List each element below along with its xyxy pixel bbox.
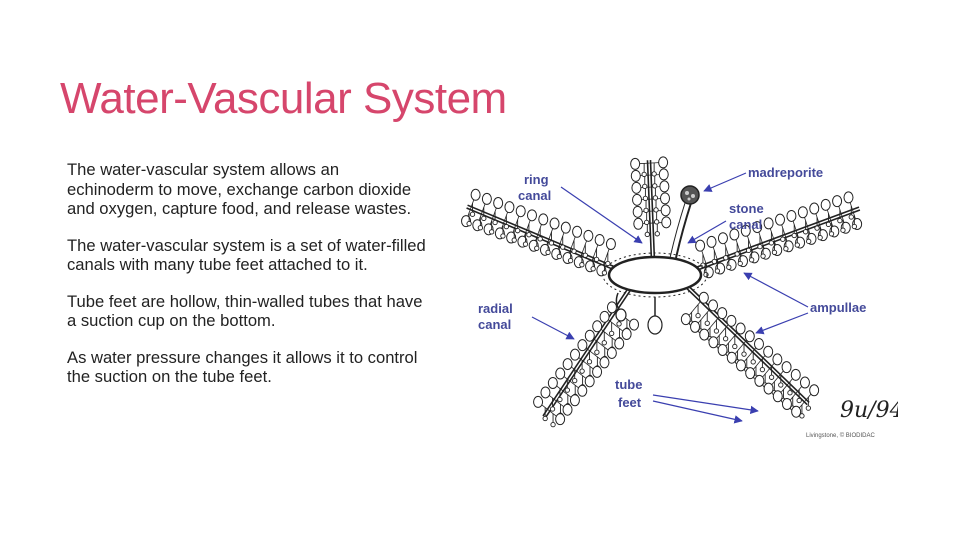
label-ampullae: ampullae: [810, 300, 866, 315]
diagram-canvas: ring canal madreporite stone canal radia…: [461, 156, 898, 439]
label-stone-canal: stone canal: [729, 201, 764, 232]
svg-text:canal: canal: [729, 217, 762, 232]
label-tube-feet: tube feet: [615, 377, 642, 410]
svg-text:ampullae: ampullae: [810, 300, 866, 315]
svg-text:madreporite: madreporite: [748, 165, 823, 180]
arm-lower-left: [533, 286, 640, 428]
radial-arms: [461, 156, 863, 428]
image-credit: Livingstone, © BIODIDAC: [806, 432, 875, 439]
svg-text:ring: ring: [524, 172, 549, 187]
paragraph-2: The water-vascular system is a set of wa…: [67, 235, 426, 275]
arm-lower-right: [680, 283, 820, 419]
paragraph-1: The water-vascular system allows an echi…: [67, 160, 412, 218]
svg-text:canal: canal: [478, 317, 511, 332]
paragraph-3: Tube feet are hollow, thin-walled tubes …: [67, 291, 423, 331]
svg-text:stone: stone: [729, 201, 764, 216]
label-madreporite: madreporite: [748, 165, 823, 180]
pointer-arrows: [531, 172, 809, 424]
svg-text:canal: canal: [518, 188, 551, 203]
arm-top: [630, 156, 672, 260]
label-radial-canal: radial canal: [478, 301, 513, 332]
svg-text:radial: radial: [478, 301, 513, 316]
water-vascular-diagram: ring canal madreporite stone canal radia…: [458, 155, 898, 445]
arm-upper-right: [692, 191, 863, 279]
madreporite: [680, 185, 700, 205]
ring-canal: [607, 255, 703, 295]
arm-upper-left: [461, 188, 619, 277]
stone-canal: [675, 202, 692, 259]
body-text: The water-vascular system allows an echi…: [67, 160, 427, 404]
paragraph-4: As water pressure changes it allows it t…: [67, 347, 418, 387]
slide-title: Water-Vascular System: [60, 74, 507, 123]
signature: 9u/94: [840, 398, 898, 423]
svg-text:feet: feet: [618, 395, 642, 410]
svg-text:tube: tube: [615, 377, 642, 392]
label-ring-canal: ring canal: [518, 172, 551, 203]
